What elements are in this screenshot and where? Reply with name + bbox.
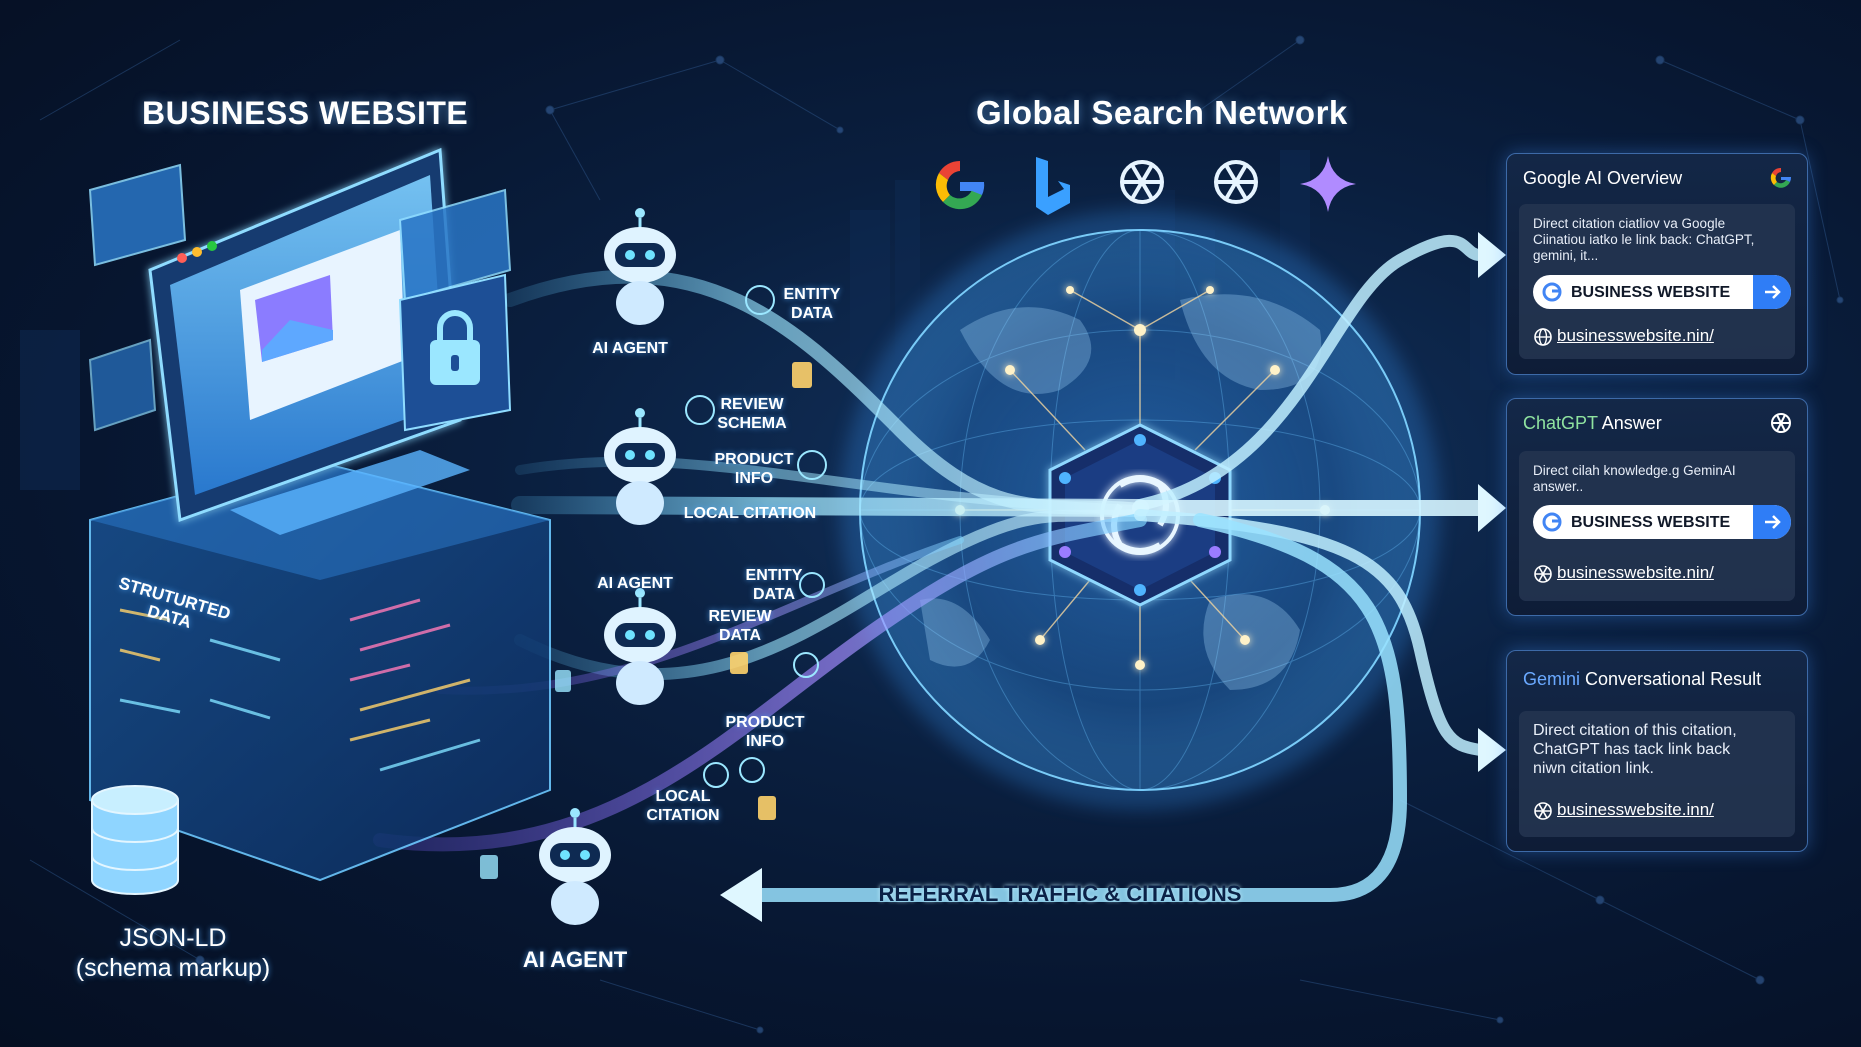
result-link[interactable]: businesswebsite.nin/ <box>1557 326 1714 345</box>
result-title: BUSINESS WEBSITE <box>1571 284 1731 301</box>
robot-icon <box>604 208 676 325</box>
database-icon <box>91 785 179 895</box>
document-icons <box>730 362 812 820</box>
referral-traffic-label: REFERRAL TRAFFIC & CITATIONS <box>878 881 1242 906</box>
result-link[interactable]: businesswebsite.nin/ <box>1557 563 1714 582</box>
google-icon <box>935 160 985 210</box>
globe-icon <box>1534 328 1552 346</box>
openai-icon <box>1534 802 1552 820</box>
openai-icon <box>1120 160 1164 204</box>
card-title: Gemini Conversational Result <box>1523 669 1762 689</box>
gemini-conversational-card: Gemini Conversational Result Direct cita… <box>1506 650 1808 852</box>
ai-agent-label: AI AGENT <box>597 575 673 592</box>
arrow-right-icon <box>1753 275 1791 309</box>
lock-icon <box>398 273 512 432</box>
json-ld-label: JSON-LD <box>119 924 227 952</box>
business-website-result[interactable]: BUSINESS WEBSITE <box>1533 505 1791 539</box>
google-icon <box>1542 512 1562 532</box>
bing-icon <box>1036 157 1070 215</box>
ai-agent-label: AI AGENT <box>592 340 668 357</box>
card-title: Google AI Overview <box>1523 168 1683 188</box>
robot-icon <box>604 588 676 705</box>
business-website-result[interactable]: BUSINESS WEBSITE <box>1533 275 1791 309</box>
gemini-sparkle-icon <box>1300 156 1356 212</box>
robot-icon <box>539 808 611 925</box>
robot-icon <box>604 408 676 525</box>
result-title: BUSINESS WEBSITE <box>1571 514 1731 531</box>
google-icon <box>1542 282 1562 302</box>
google-icon <box>1770 167 1792 188</box>
card-snippet: Direct citation of this citation,ChatGPT… <box>1533 722 1737 777</box>
arrow-right-icon <box>1753 505 1791 539</box>
chatgpt-answer-card: ChatGPT Answer Direct cilah knowledge.g … <box>1506 398 1808 616</box>
schema-markup-label: (schema markup) <box>75 954 271 982</box>
local-citation-label: LOCAL CITATION <box>683 505 817 522</box>
openai-icon <box>1214 160 1258 204</box>
openai-icon <box>1771 413 1791 433</box>
business-website-title: BUSINESS WEBSITE <box>142 95 469 131</box>
data-node-icons <box>685 285 827 788</box>
google-ai-overview-card: Google AI Overview Direct citation ciatl… <box>1506 153 1808 375</box>
result-link[interactable]: businesswebsite.inn/ <box>1557 800 1714 819</box>
global-search-title: Global Search Network <box>976 94 1348 131</box>
openai-icon <box>1534 565 1552 583</box>
card-body: Direct citation of this citation,ChatGPT… <box>1519 711 1795 837</box>
ai-agent-label: AI AGENT <box>522 947 628 972</box>
card-title: ChatGPT Answer <box>1523 413 1662 433</box>
